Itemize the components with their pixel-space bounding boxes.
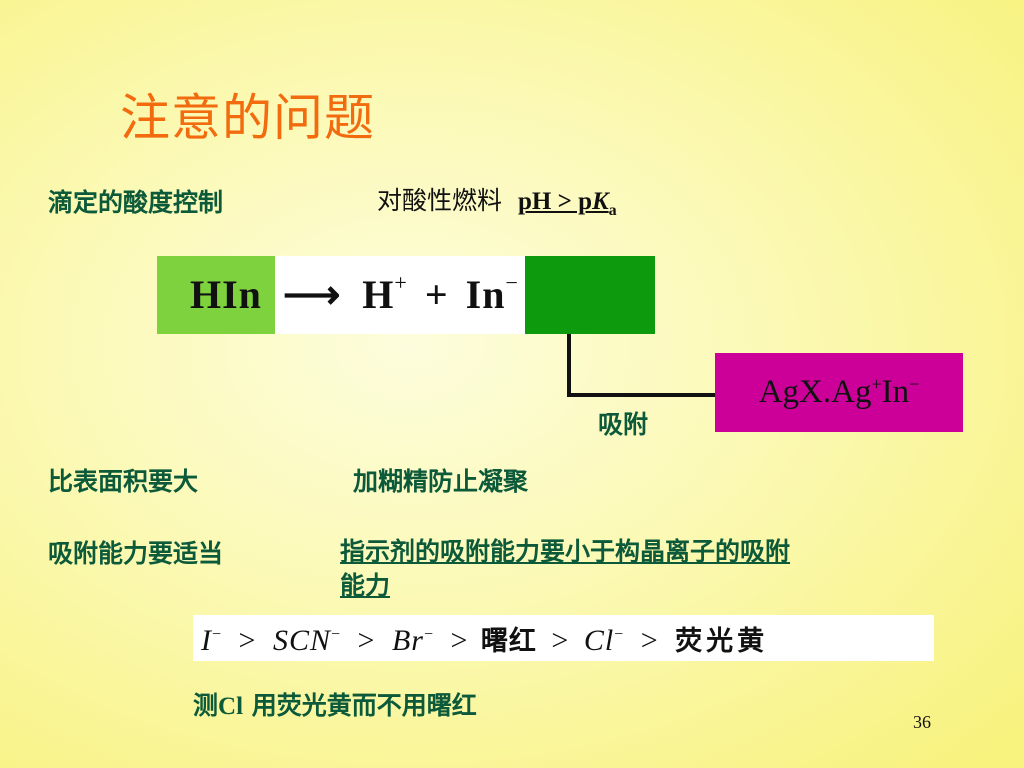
footer-note: 测Cl 用荧光黄而不用曙红: [193, 686, 477, 722]
eq-in: In: [465, 272, 506, 317]
dextrin-text: 加糊精防止凝聚: [353, 467, 529, 496]
series-gt: >: [450, 623, 469, 657]
series-gt: >: [640, 623, 659, 657]
adsorption-complex: AgX.Ag+In−: [759, 374, 920, 411]
series-gt: >: [551, 623, 570, 657]
footer-note-cl: Cl: [218, 693, 244, 720]
complex-ag-charge: +: [871, 374, 882, 394]
k-subscript: a: [608, 202, 617, 219]
series-br: Br: [391, 623, 424, 657]
footer-note-pre: 测: [193, 691, 219, 720]
series-eosin: 曙红: [480, 625, 537, 657]
adsorption-series-box: I− > SCN− > Br− > 曙红 > Cl− > 荧光黄: [193, 615, 934, 661]
eq-plus: +: [424, 272, 449, 317]
ph-text: pH > p: [517, 188, 592, 215]
eq-hin: HIn: [190, 272, 262, 317]
series-cl: Cl: [583, 623, 615, 657]
hin-highlight: [157, 256, 275, 334]
complex-base: AgX.Ag: [758, 374, 872, 410]
series-i-charge: −: [212, 625, 223, 643]
eq-h-charge: +: [394, 269, 408, 295]
heading-surface-area: 比表面积要大: [48, 467, 199, 496]
dissociation-equation: HIn ⟶ H+ + In−: [190, 269, 519, 318]
series-br-charge: −: [423, 625, 434, 643]
page-number: 36: [913, 712, 931, 732]
dye-text: 对酸性燃料: [377, 186, 503, 215]
complex-in: In: [881, 374, 910, 410]
slide-title: 注意的问题: [120, 89, 375, 147]
eq-h: H: [362, 272, 395, 317]
adsorption-series: I− > SCN− > Br− > 曙红 > Cl− > 荧光黄: [201, 619, 768, 658]
series-i: I: [201, 623, 212, 657]
series-gt: >: [357, 623, 376, 657]
complex-in-charge: −: [909, 374, 920, 394]
series-scn: SCN: [272, 623, 331, 657]
footer-note-post: 用荧光黄而不用曙红: [243, 691, 477, 720]
series-fluorescein: 荧光黄: [675, 625, 769, 657]
adsorb-label: 吸附: [598, 410, 649, 439]
adsorption-complex-box: AgX.Ag+In−: [715, 353, 963, 432]
adsorption-rule-line2: 能力: [340, 571, 391, 600]
heading-adsorption-ability: 吸附能力要适当: [48, 539, 224, 568]
connector-vertical: [567, 334, 571, 396]
adsorption-rule-line1: 指示剂的吸附能力要小于构晶离子的吸附: [340, 537, 791, 566]
ph-condition: pH > pKa: [517, 188, 617, 219]
heading-acidity-control: 滴定的酸度控制: [48, 188, 224, 217]
k-symbol: K: [591, 188, 609, 215]
acidity-condition: 对酸性燃料 pH > pKa: [377, 181, 617, 220]
eq-arrow: ⟶: [282, 272, 342, 317]
series-gt: >: [238, 623, 257, 657]
series-cl-charge: −: [614, 625, 625, 643]
eq-in-charge: −: [505, 269, 519, 295]
series-scn-charge: −: [330, 625, 342, 643]
connector-horizontal: [567, 393, 717, 397]
in-highlight: [525, 256, 655, 334]
adsorption-rule: 指示剂的吸附能力要小于构晶离子的吸附 能力: [340, 535, 790, 603]
